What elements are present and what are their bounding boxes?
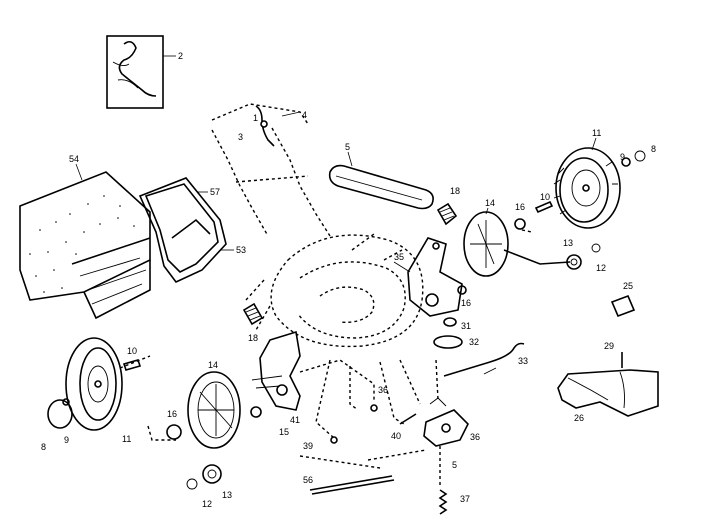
callout-15: 15 [279, 427, 289, 437]
part-18-grip-lower: 18 [242, 302, 264, 343]
part-14-adjuster-lower: 14 16 15 [166, 360, 289, 449]
callout-10-right: 10 [540, 192, 550, 202]
callout-40: 40 [391, 431, 401, 441]
part-36-transmission: 36 36 40 39 [303, 385, 480, 451]
callout-12-lower: 12 [202, 499, 212, 509]
callout-54: 54 [69, 154, 79, 164]
callout-29: 29 [604, 341, 614, 351]
callout-33: 33 [518, 356, 528, 366]
callout-2: 2 [178, 51, 183, 61]
part-54-grass-catcher: 54 [19, 154, 151, 320]
parts-56-5-37-rod-spring: 56 5 37 [303, 460, 470, 515]
callout-36-lower: 36 [470, 432, 480, 442]
callout-41: 41 [290, 415, 300, 425]
part-2-inset: 2 [106, 35, 183, 109]
part-5-belt: 5 [328, 142, 434, 210]
part-14-adjuster-upper: 14 [463, 198, 571, 277]
callout-36-upper: 36 [378, 385, 388, 395]
callout-18-upper: 18 [450, 186, 460, 196]
callout-9-right: 9 [620, 152, 625, 162]
callout-13-upper: 13 [563, 238, 573, 248]
callout-9-left: 9 [64, 435, 69, 445]
callout-32: 32 [469, 337, 479, 347]
part-11-front-wheel-left: 11 9 8 10 [41, 337, 142, 452]
callout-31: 31 [461, 321, 471, 331]
callout-1: 1 [253, 113, 258, 123]
parts-57-53-catcher-frame: 57 53 [138, 177, 246, 283]
callout-39: 39 [303, 441, 313, 451]
callout-11-right: 11 [592, 128, 601, 138]
callout-4: 4 [302, 110, 307, 120]
callout-10-left: 10 [127, 346, 137, 356]
callout-12-upper: 12 [596, 263, 606, 273]
callout-16-right: 16 [515, 202, 525, 212]
callout-5: 5 [345, 142, 350, 152]
upper-handle: 1 3 4 [211, 103, 331, 237]
assembly-leader-lines [119, 229, 533, 488]
callout-3: 3 [238, 132, 243, 142]
part-18-grip-upper: 18 [436, 186, 460, 226]
callout-35: 35 [394, 252, 404, 262]
callout-25: 25 [623, 281, 633, 291]
callout-16-lower: 16 [167, 409, 177, 419]
callout-13-lower: 13 [222, 490, 232, 500]
part-35-drive-bracket: 35 16 [393, 237, 471, 317]
part-11-rear-wheel-right: 11 9 8 10 16 [514, 128, 656, 230]
callout-26: 26 [574, 413, 584, 423]
callout-8-right: 8 [651, 144, 656, 154]
callout-56: 56 [303, 475, 313, 485]
callout-14-upper: 14 [485, 198, 495, 208]
parts-31-32-blade-adapter: 31 32 [433, 317, 479, 349]
callout-18-lower: 18 [248, 333, 258, 343]
part-13-12-gear-upper: 13 12 [563, 238, 606, 273]
part-41-adjust-bracket: 41 [251, 330, 301, 425]
callout-11-left: 11 [122, 434, 131, 444]
callout-5-lower: 5 [452, 460, 457, 470]
callout-57: 57 [210, 187, 220, 197]
mower-deck [245, 233, 424, 348]
parts-25-29-26-cover: 25 29 26 [557, 281, 659, 423]
callout-53: 53 [236, 245, 246, 255]
part-33-cable: 33 [443, 342, 528, 377]
callout-37-lower: 37 [460, 494, 470, 504]
callout-14-lower: 14 [208, 360, 218, 370]
callout-16-middle: 16 [461, 298, 471, 308]
part-13-12-gear-lower: 13 12 [186, 464, 232, 509]
callout-8-left: 8 [41, 442, 46, 452]
